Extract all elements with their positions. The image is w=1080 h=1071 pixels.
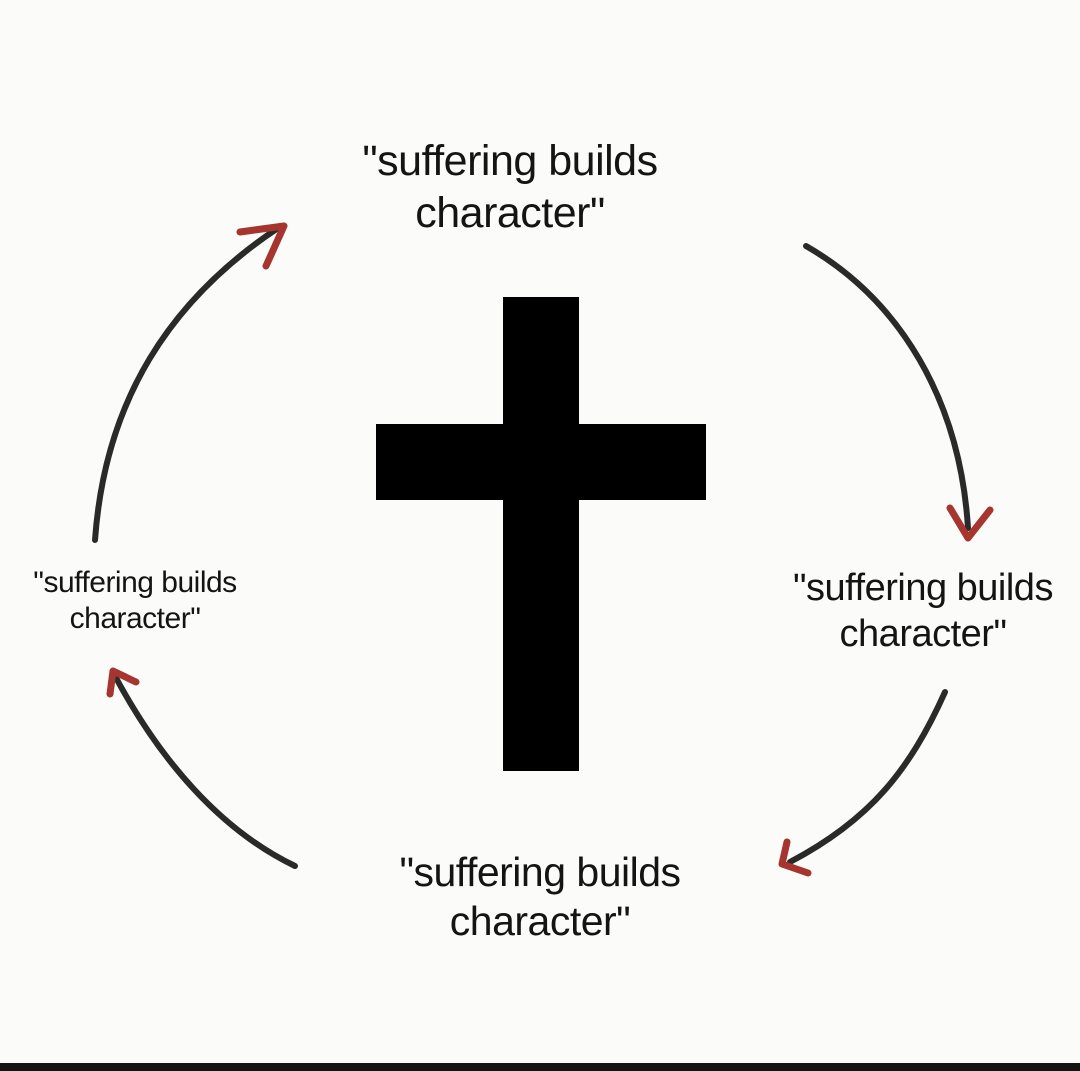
label-left: "suffering builds character" <box>0 565 270 637</box>
label-right: "suffering builds character" <box>758 566 1080 657</box>
label-bottom-line-1: "suffering builds <box>399 849 681 895</box>
cross-vertical-beam <box>503 297 579 771</box>
arrow-right-to-bottom <box>778 689 948 877</box>
label-top: "suffering builds character" <box>300 136 720 239</box>
arrow-bottom-to-left <box>106 667 298 869</box>
label-bottom-line-2: character" <box>449 898 631 945</box>
label-bottom: "suffering builds character" <box>340 848 740 946</box>
arrow-top-to-right <box>803 243 994 542</box>
label-right-line-2: character" <box>839 612 1007 655</box>
label-top-line-2: character" <box>415 188 605 237</box>
bottom-edge-bar <box>0 1063 1080 1071</box>
cross-horizontal-beam <box>376 424 706 500</box>
label-left-line-1: "suffering builds <box>33 566 237 599</box>
arrow-left-to-top <box>92 222 288 543</box>
label-top-line-1: "suffering builds <box>362 137 658 185</box>
label-right-line-1: "suffering builds <box>793 567 1053 609</box>
label-left-line-2: character" <box>69 602 201 635</box>
